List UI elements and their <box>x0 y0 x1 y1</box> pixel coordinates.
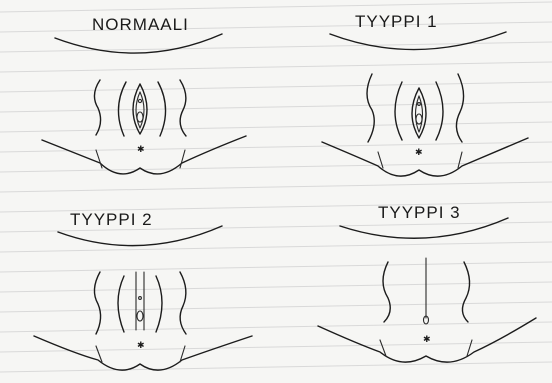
anus-mark: ✱ <box>137 144 145 154</box>
panel-title: TYYPPI 1 <box>355 12 438 31</box>
anus-mark: ✱ <box>415 147 423 157</box>
panel-title: NORMAALI <box>92 15 189 34</box>
panel-title: TYYPPI 3 <box>378 203 461 222</box>
panel-title: TYYPPI 2 <box>70 210 153 229</box>
anus-mark: ✱ <box>137 340 145 350</box>
anus-mark: ✱ <box>423 334 431 344</box>
